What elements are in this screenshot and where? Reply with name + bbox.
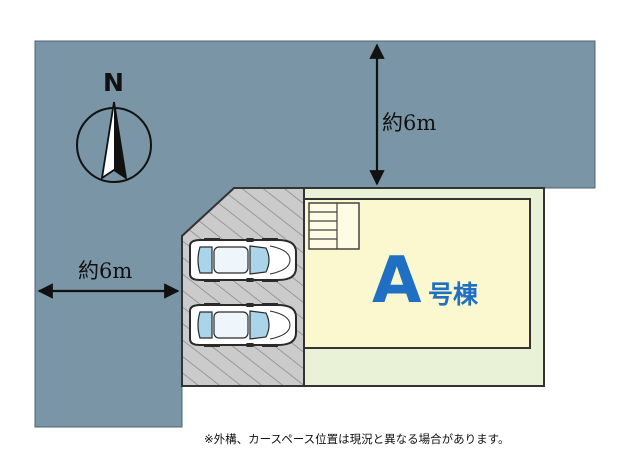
building-suffix: 号棟 [428,280,479,309]
car-icon [189,238,297,282]
building-letter: A [372,244,422,318]
dimension-label-left: 約6m [78,259,132,283]
car-icon [189,303,297,347]
stairs-icon [308,202,360,250]
dimension-label-top: 約6m [382,111,436,135]
footnote: ※外構、カースペース位置は現況と異なる場合があります。 [204,432,510,446]
north-label: N [103,68,124,97]
north-arrow-icon [76,101,152,183]
